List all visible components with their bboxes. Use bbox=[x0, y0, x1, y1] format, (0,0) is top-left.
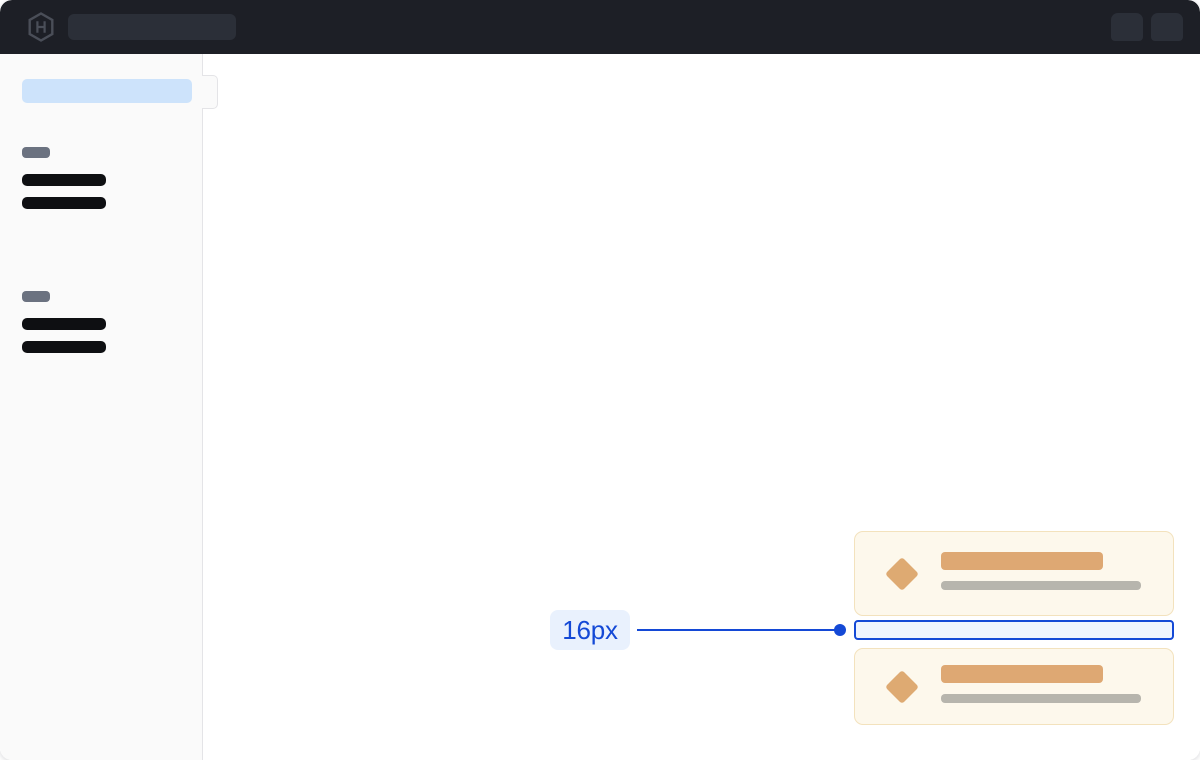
main-canvas: 16px bbox=[204, 54, 1200, 760]
sidebar-collapse-handle[interactable] bbox=[202, 75, 218, 109]
card-subtitle bbox=[941, 580, 1141, 590]
sidebar-item-2-1[interactable] bbox=[22, 318, 106, 330]
sidebar-group-label bbox=[22, 147, 50, 158]
diamond-icon bbox=[885, 556, 919, 591]
measurement-leader-dot bbox=[834, 624, 846, 636]
search-input[interactable] bbox=[68, 14, 236, 40]
sidebar-item-2-2[interactable] bbox=[22, 341, 106, 353]
body-area: 16px bbox=[0, 54, 1200, 760]
sidebar-item-active[interactable] bbox=[22, 79, 192, 103]
spacing-highlight-box bbox=[854, 620, 1174, 640]
content-card[interactable] bbox=[854, 648, 1174, 725]
topbar-action-button-1[interactable] bbox=[1111, 13, 1143, 41]
top-navigation-bar bbox=[0, 0, 1200, 54]
content-card[interactable] bbox=[854, 531, 1174, 616]
sidebar-group-2 bbox=[22, 291, 106, 353]
card-text-block bbox=[941, 551, 1141, 590]
measurement-leader-line bbox=[637, 629, 840, 631]
card-text-block bbox=[941, 664, 1141, 703]
card-title bbox=[941, 551, 1103, 570]
sidebar bbox=[0, 54, 203, 760]
card-subtitle bbox=[941, 693, 1141, 703]
topbar-action-button-2[interactable] bbox=[1151, 13, 1183, 41]
sidebar-group-label bbox=[22, 291, 50, 302]
sidebar-item-1-1[interactable] bbox=[22, 174, 106, 186]
sidebar-item-1-2[interactable] bbox=[22, 197, 106, 209]
sidebar-group-1 bbox=[22, 147, 106, 209]
card-title bbox=[941, 664, 1103, 683]
measurement-value-badge: 16px bbox=[550, 610, 630, 650]
hashicorp-hexagon-logo[interactable] bbox=[26, 12, 56, 42]
diamond-icon bbox=[885, 669, 919, 704]
